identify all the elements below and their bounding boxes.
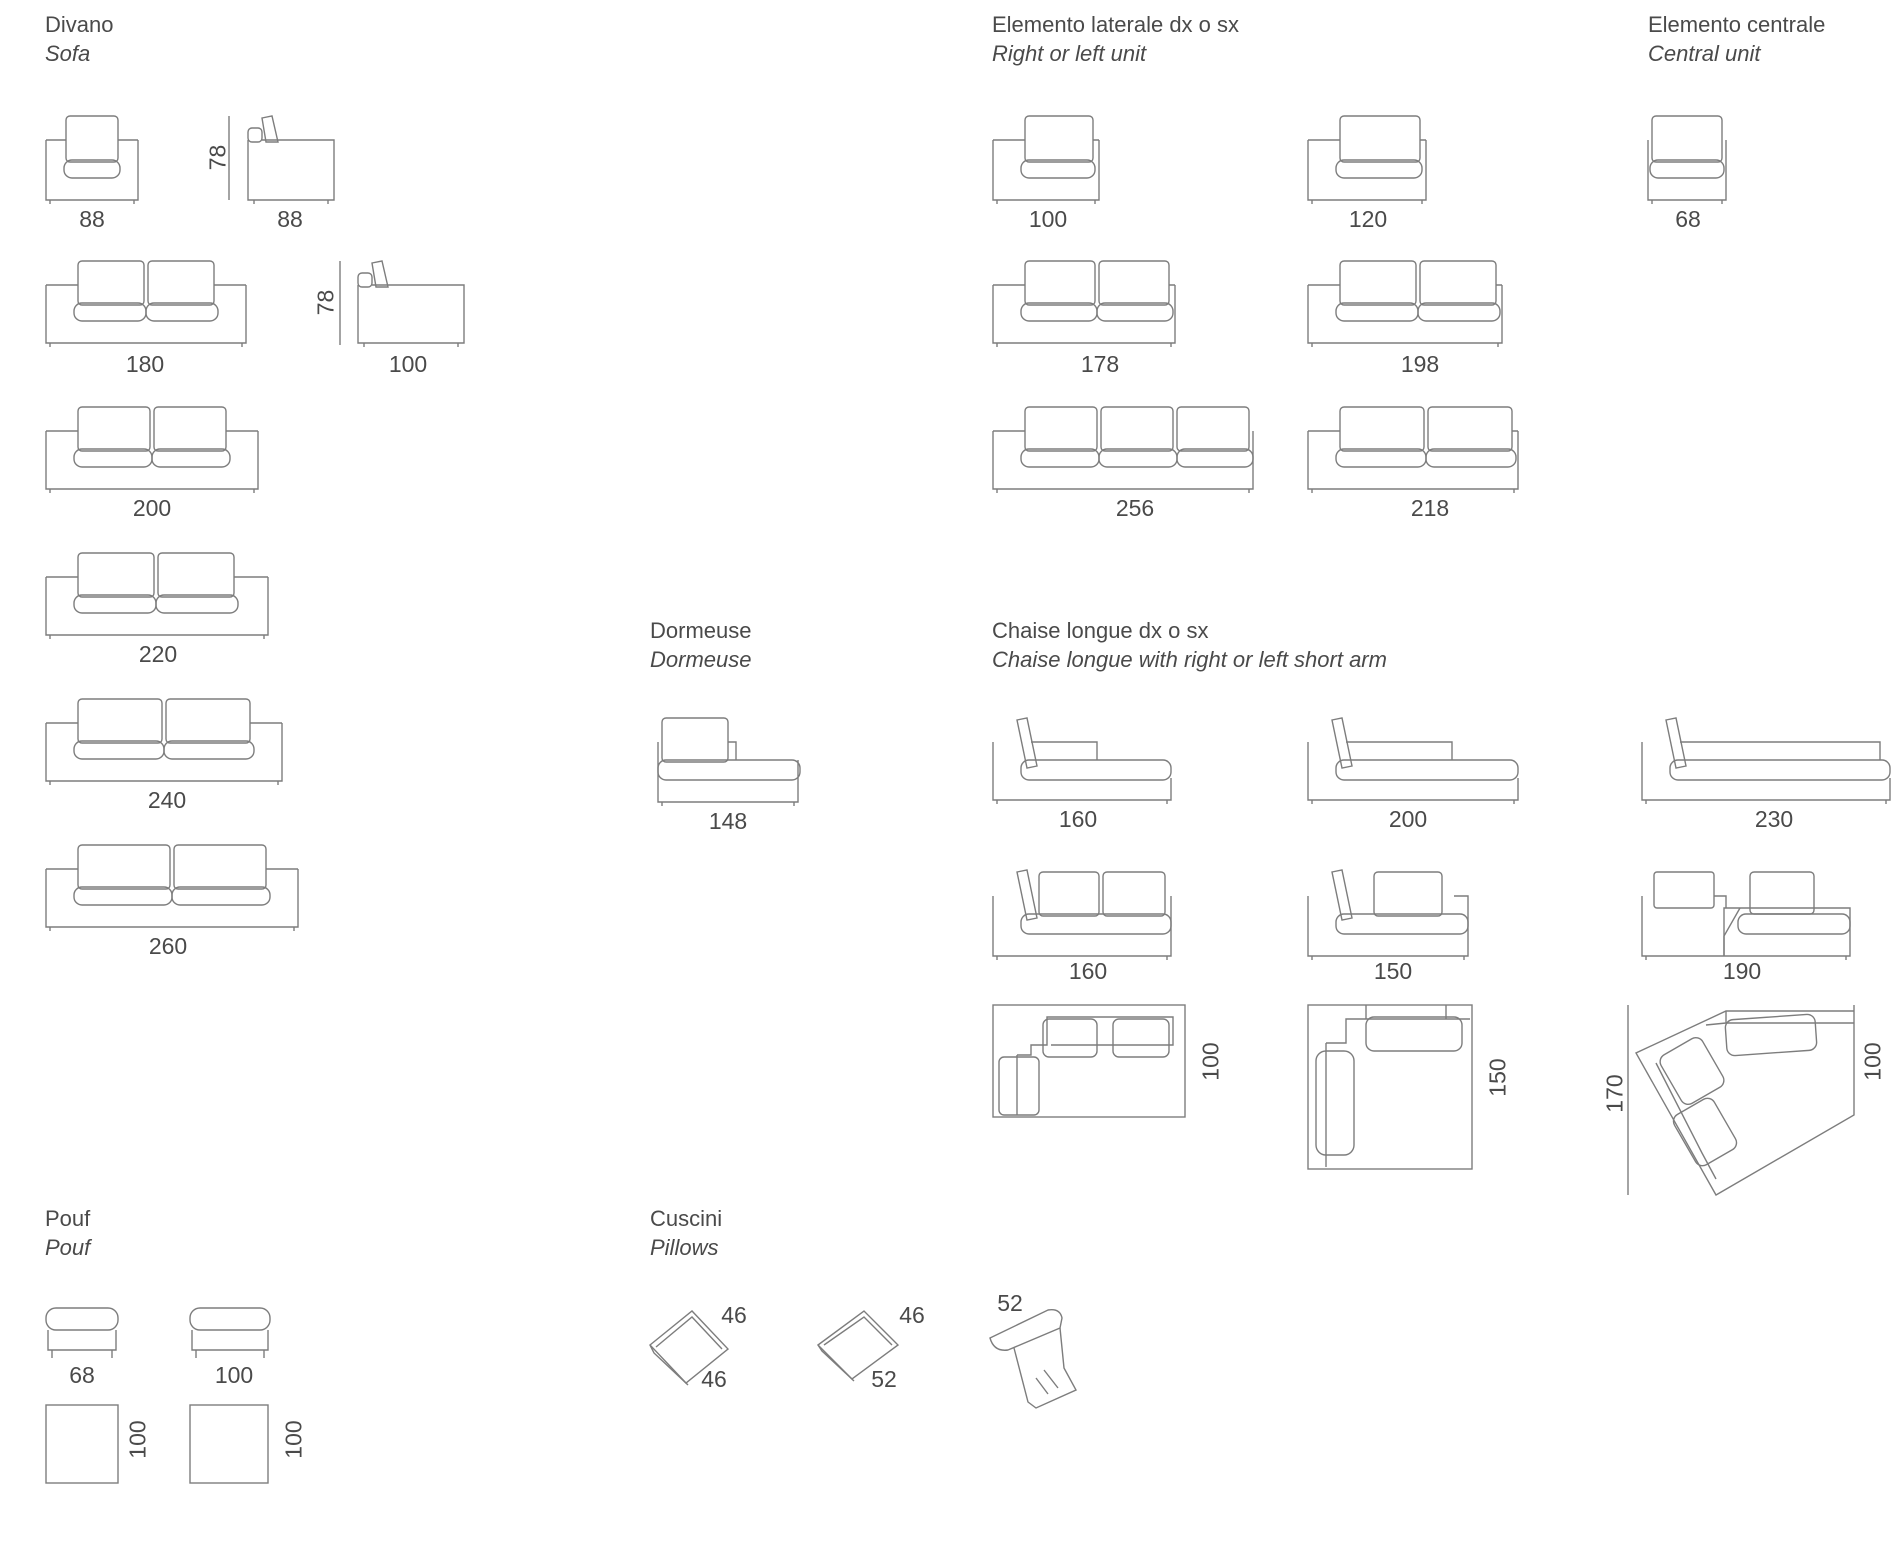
pillow-46x46-b-label: 46 — [701, 1366, 727, 1392]
pillow-46x52-a-label: 46 — [899, 1302, 925, 1328]
sofa-180-width-label: 180 — [125, 351, 165, 377]
chaise-plan-170-right-depth-label: 100 — [1859, 1042, 1886, 1081]
laterale-178-drawing — [992, 260, 1176, 347]
armchair-width-label: 88 — [79, 206, 105, 232]
chaise-plan-100-drawing — [992, 1004, 1186, 1118]
pillow-46x46-a-label: 46 — [721, 1302, 747, 1328]
laterale-218-label: 218 — [1410, 495, 1450, 521]
divano-section-title: Divano Sofa — [45, 10, 113, 68]
chaise-plan-170-depth-label: 170 — [1601, 1074, 1628, 1113]
sofa-240-width-label: 240 — [147, 787, 187, 813]
dormeuse-section-title: Dormeuse Dormeuse — [650, 616, 751, 674]
pouf-plan-2-depth-label: 100 — [280, 1420, 307, 1459]
sofa-side-depth-label: 100 — [388, 351, 428, 377]
laterale-120-label: 120 — [1348, 206, 1388, 232]
sofa-260-drawing — [45, 844, 299, 931]
armchair-side-depth-label: 88 — [277, 206, 303, 232]
chaise-230-drawing — [1641, 717, 1891, 804]
sofa-200-drawing — [45, 406, 259, 493]
divano-title: Divano — [45, 12, 114, 37]
chaise-plan-100-depth-label: 100 — [1197, 1042, 1224, 1081]
pouf-subtitle: Pouf — [45, 1235, 91, 1260]
chaise-plan-170-drawing — [1627, 1005, 1855, 1196]
pouf-100-label: 100 — [214, 1362, 254, 1388]
dormeuse-148-label: 148 — [708, 808, 748, 834]
divano-subtitle: Sofa — [45, 41, 91, 66]
chaise-160a-label: 160 — [1058, 806, 1098, 832]
chaise-section-title: Chaise longue dx o sx Chaise longue with… — [992, 616, 1387, 674]
laterale-subtitle: Right or left unit — [992, 41, 1147, 66]
pouf-68-drawing — [45, 1307, 119, 1358]
centrale-subtitle: Central unit — [1648, 41, 1761, 66]
dormeuse-title: Dormeuse — [650, 618, 752, 643]
centrale-68-label: 68 — [1675, 206, 1701, 232]
chaise-150-label: 150 — [1373, 958, 1413, 984]
laterale-100-label: 100 — [1028, 206, 1068, 232]
laterale-178-label: 178 — [1080, 351, 1120, 377]
pillow-46x46-drawing — [648, 1310, 730, 1386]
laterale-198-label: 198 — [1400, 351, 1440, 377]
pouf-title: Pouf — [45, 1206, 91, 1231]
chaise-160b-drawing — [992, 869, 1172, 960]
armchair-front-drawing — [45, 115, 139, 204]
laterale-100-drawing — [992, 115, 1100, 204]
chaise-230-label: 230 — [1754, 806, 1794, 832]
pouf-plan-2-drawing — [189, 1404, 269, 1484]
chaise-190-drawing — [1641, 871, 1851, 960]
laterale-256-drawing — [992, 406, 1254, 493]
pillow-46x52-drawing — [816, 1310, 900, 1382]
laterale-120-drawing — [1307, 115, 1427, 204]
pillow-bolster-drawing — [989, 1308, 1077, 1409]
laterale-198-drawing — [1307, 260, 1503, 347]
sofa-side-drawing — [339, 260, 465, 347]
laterale-section-title: Elemento laterale dx o sx Right or left … — [992, 10, 1239, 68]
chaise-200-label: 200 — [1388, 806, 1428, 832]
cuscini-subtitle: Pillows — [650, 1235, 719, 1260]
cuscini-title: Cuscini — [650, 1206, 723, 1231]
dormeuse-subtitle: Dormeuse — [650, 647, 752, 672]
cuscini-section-title: Cuscini Pillows — [650, 1204, 722, 1262]
chaise-subtitle: Chaise longue with right or left short a… — [992, 647, 1387, 672]
sofa-220-width-label: 220 — [138, 641, 178, 667]
chaise-title: Chaise longue dx o sx — [992, 618, 1209, 643]
sofa-220-drawing — [45, 552, 269, 639]
pillow-46x52-b-label: 52 — [871, 1366, 897, 1392]
chaise-160a-drawing — [992, 717, 1172, 804]
sofa-240-drawing — [45, 698, 283, 785]
centrale-title: Elemento centrale — [1648, 12, 1826, 37]
chaise-190-label: 190 — [1722, 958, 1762, 984]
pouf-68-label: 68 — [69, 1362, 95, 1388]
centrale-68-drawing — [1647, 115, 1727, 204]
chaise-160b-label: 160 — [1068, 958, 1108, 984]
armchair-side-height-label: 78 — [204, 144, 231, 171]
armchair-side-drawing — [228, 115, 335, 204]
pouf-plan-1-drawing — [45, 1404, 119, 1484]
dormeuse-148-drawing — [657, 717, 801, 806]
sofa-260-width-label: 260 — [148, 933, 188, 959]
laterale-218-drawing — [1307, 406, 1519, 493]
sofa-180-drawing — [45, 260, 247, 347]
pouf-100-drawing — [189, 1307, 271, 1358]
chaise-150-drawing — [1307, 869, 1469, 960]
pouf-section-title: Pouf Pouf — [45, 1204, 90, 1262]
sofa-200-width-label: 200 — [132, 495, 172, 521]
laterale-title: Elemento laterale dx o sx — [992, 12, 1240, 37]
sofa-side-height-label: 78 — [312, 289, 339, 316]
chaise-plan-150-depth-label: 150 — [1484, 1058, 1511, 1097]
chaise-plan-150-drawing — [1307, 1004, 1473, 1170]
pouf-plan-1-depth-label: 100 — [124, 1420, 151, 1459]
chaise-200-drawing — [1307, 717, 1519, 804]
laterale-256-label: 256 — [1115, 495, 1155, 521]
centrale-section-title: Elemento centrale Central unit — [1648, 10, 1825, 68]
pillow-bolster-label: 52 — [997, 1290, 1023, 1316]
